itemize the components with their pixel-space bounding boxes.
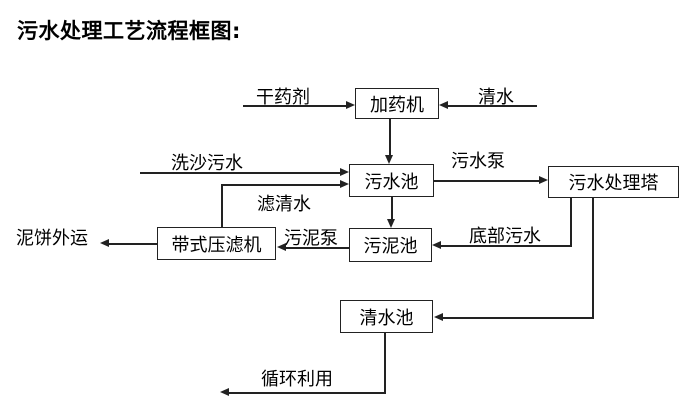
arrowhead-sewage-to-sludge <box>387 219 395 228</box>
arrowhead-tower-to-clean <box>434 313 443 321</box>
arrowhead-recycle <box>220 388 229 396</box>
connector-mud-cake <box>109 243 157 245</box>
connector-filtered-water <box>221 184 341 186</box>
label-clean-water: 清水 <box>478 87 514 108</box>
arrowhead-mud-cake <box>100 239 109 247</box>
arrowhead-bottom-sewage <box>432 241 441 249</box>
label-recycle-use: 循环利用 <box>261 369 333 390</box>
connector-clean-water <box>448 105 537 107</box>
arrowhead-dry-agent <box>346 101 355 109</box>
label-sludge-pump: 污泥泵 <box>284 228 338 249</box>
connector-recycle <box>229 392 386 394</box>
diagram-title: 污水处理工艺流程框图: <box>17 19 241 43</box>
connector-sewage-to-sludge <box>391 196 393 220</box>
node-sewage-pool: 污水池 <box>349 164 434 197</box>
connector-filtered-water-riser <box>221 185 223 227</box>
connector-bottom-sewage <box>441 245 572 247</box>
arrowhead-sewage-pump <box>539 176 548 184</box>
arrowhead-dosing-to-sewage <box>385 155 393 164</box>
arrowhead-clean-water <box>439 101 448 109</box>
connector-bottom-sewage-drop <box>570 197 572 246</box>
label-sand-washing-sewage: 洗沙污水 <box>171 153 243 174</box>
arrowhead-sludge-pump <box>277 243 286 251</box>
node-treatment-tower: 污水处理塔 <box>548 166 679 198</box>
node-dosing-machine: 加药机 <box>355 88 439 119</box>
node-clean-water-pool: 清水池 <box>340 300 433 333</box>
connector-dosing-to-sewage <box>389 118 391 157</box>
connector-recycle-drop <box>384 332 386 393</box>
connector-sludge-pump <box>286 247 349 249</box>
arrowhead-filtered-water <box>340 180 349 188</box>
connector-tower-to-clean-drop <box>592 197 594 318</box>
label-dry-agent: 干药剂 <box>256 87 310 108</box>
connector-sand-washing <box>140 172 341 174</box>
connector-tower-to-clean <box>443 317 594 319</box>
arrowhead-sand-washing <box>340 168 349 176</box>
node-belt-filter-press: 带式压滤机 <box>157 227 276 260</box>
label-mud-cake-outbound: 泥饼外运 <box>16 228 88 249</box>
label-bottom-sewage: 底部污水 <box>469 226 541 247</box>
node-sludge-pool: 污泥池 <box>349 228 432 262</box>
connector-sewage-pump <box>433 180 539 182</box>
connector-dry-agent <box>243 105 347 107</box>
label-filtered-water: 滤清水 <box>257 194 311 215</box>
label-sewage-pump: 污水泵 <box>451 151 505 172</box>
